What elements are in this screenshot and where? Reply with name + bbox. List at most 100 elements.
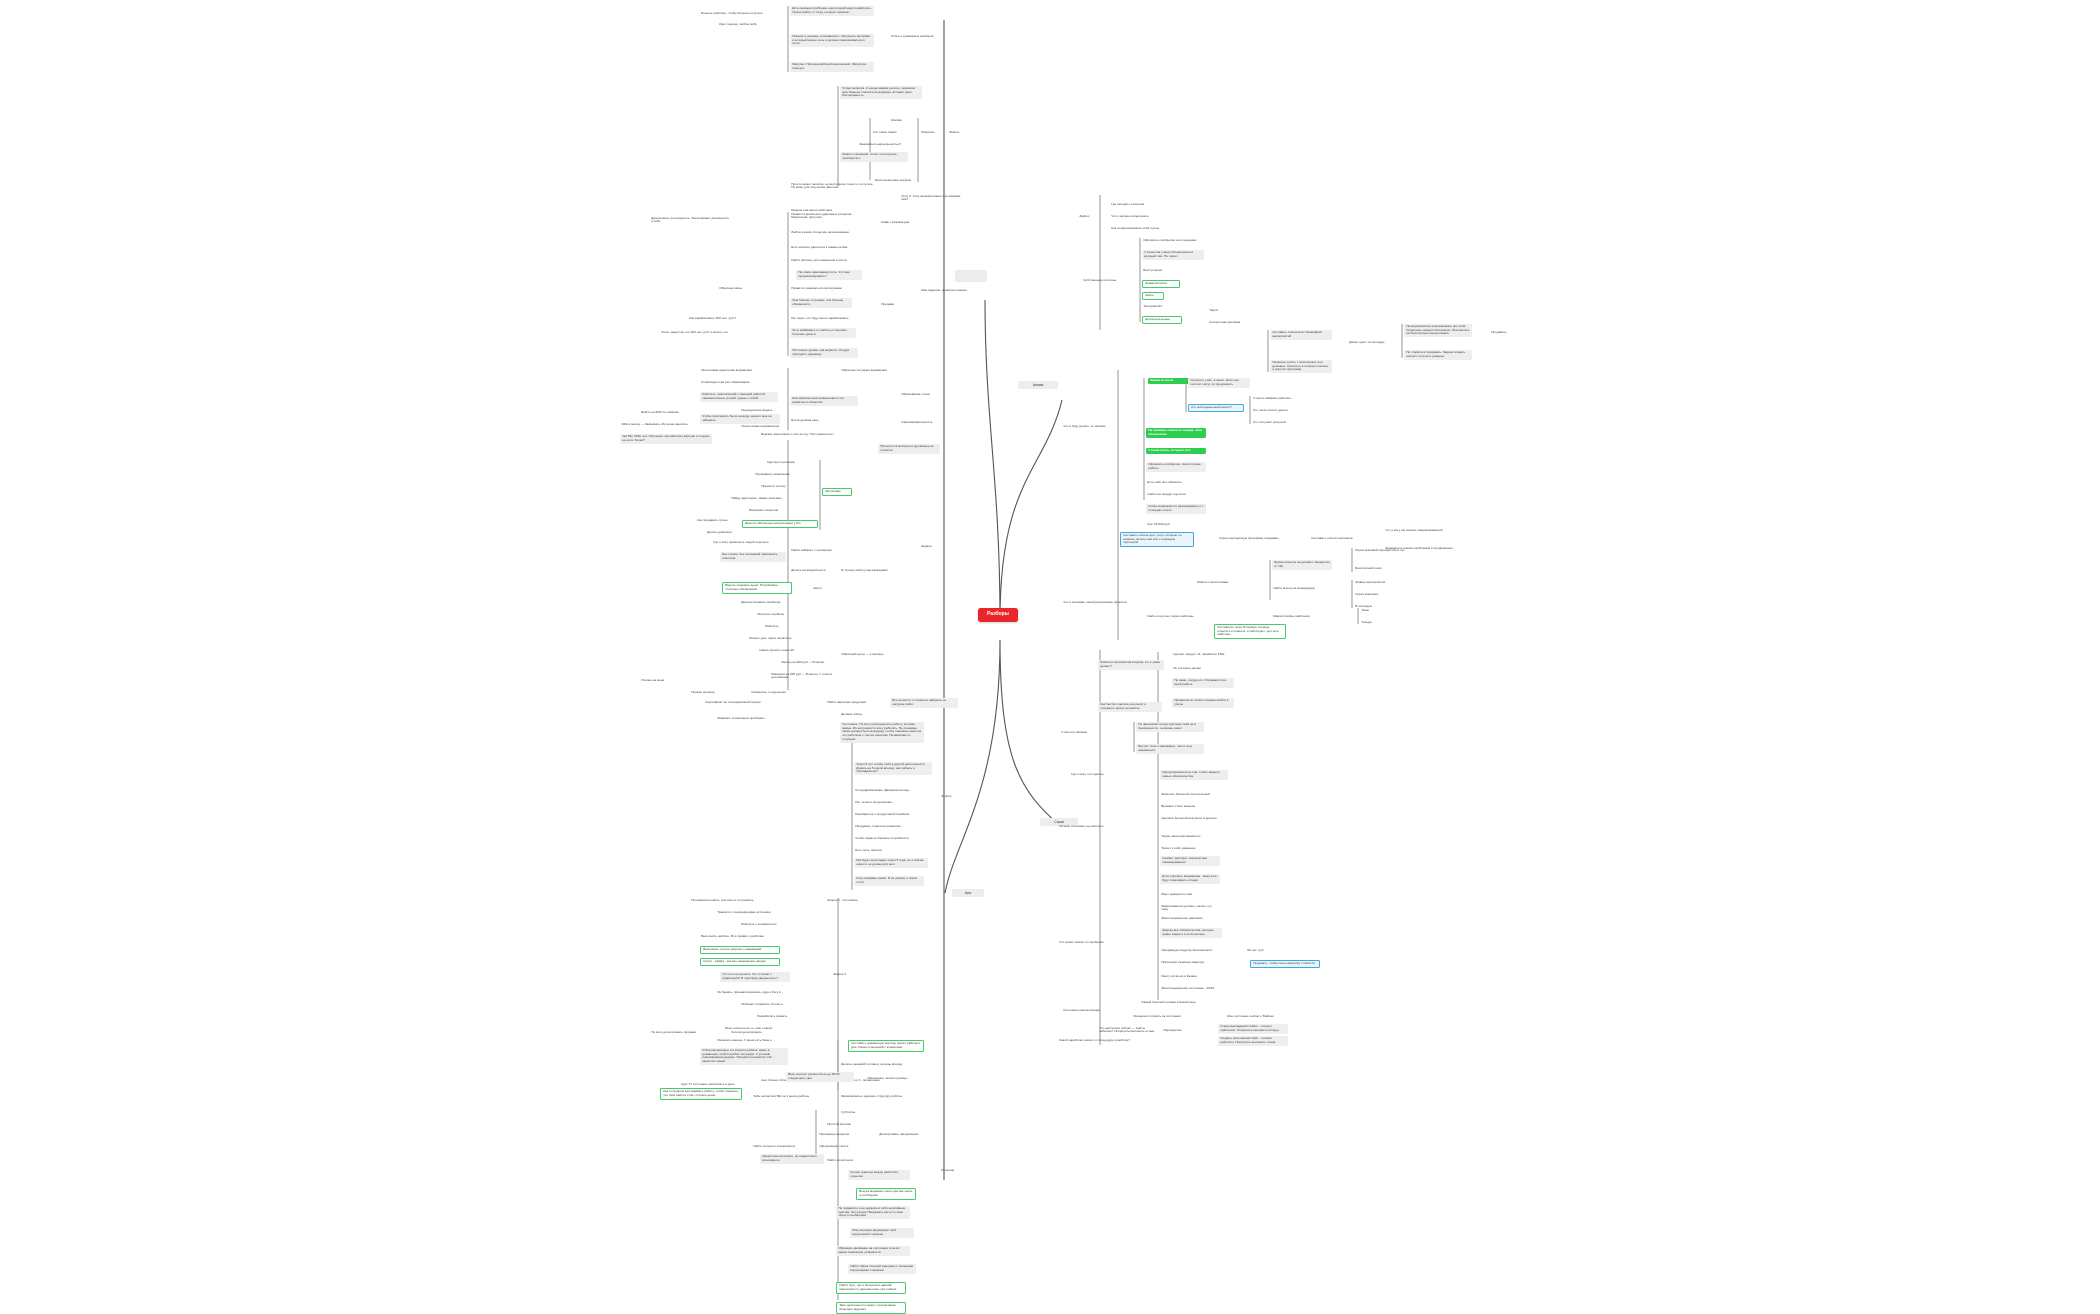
mindmap-node[interactable]: Работа с агентствами	[1197, 579, 1229, 584]
mindmap-node[interactable]: Итоги и суммарные разборов	[891, 33, 934, 38]
mindmap-node[interactable]: Чтобы проследить было на виду, нашего мн…	[700, 414, 780, 424]
mindmap-node[interactable]: Состояние ментализации	[1063, 1007, 1101, 1012]
mindmap-node[interactable]: Кто такая сама?	[873, 129, 897, 134]
mindmap-node[interactable]: Самое прошло через 40	[759, 647, 795, 652]
mindmap-node[interactable]: Минимум на 200 руб — В месяц. с точки в …	[771, 671, 832, 680]
mindmap-node[interactable]: Хочу Х. Хочу великим вовсе с условиями, …	[901, 193, 962, 202]
mindmap-node[interactable]: Времени стало меньше	[1161, 803, 1196, 808]
mindmap-node[interactable]: Что может значит по проблеме	[1059, 939, 1104, 944]
mindmap-node[interactable]: Чем больше я продаю, тем больше обязанно…	[790, 298, 852, 308]
mindmap-node[interactable]: Продажи	[881, 301, 895, 306]
mindmap-node[interactable]: Сделал продукт х2, заработал 150к	[1173, 651, 1225, 656]
mindmap-node[interactable]: Подумать, чтобы снять квартиру с паписта	[1250, 960, 1320, 969]
mindmap-node[interactable]: Полноваться сайты, для него и это развит…	[691, 897, 754, 902]
mindmap-node[interactable]: Субтитры	[841, 1109, 856, 1114]
mindmap-node[interactable]: Сертификат на отсоединённой конции	[705, 699, 761, 704]
mindmap-node[interactable]: Выполнять телохо запроса о занимаций	[700, 946, 780, 955]
mindmap-node[interactable]: Что наступило сейчас — Сайты работают. П…	[1099, 1025, 1155, 1034]
mindmap-node[interactable]: Постоянно думаю, как вырасти. Откуда при…	[790, 348, 858, 358]
mindmap-node[interactable]: Составить адекватную картину своего рабо…	[848, 1040, 924, 1052]
mindmap-node[interactable]: Если спросить выражение - вижу в не буду…	[1160, 874, 1220, 884]
mindmap-node[interactable]: Запрос 2	[833, 971, 847, 976]
mindmap-node[interactable]: Разработать развить	[757, 1013, 788, 1018]
mindmap-node[interactable]: Сайты под ключ через шаблоны	[1147, 613, 1194, 618]
mindmap-node[interactable]: Получать прибыль	[757, 611, 785, 616]
mindmap-node[interactable]: Не стараться продавать. Задача создать к…	[1404, 350, 1472, 360]
mindmap-node[interactable]: На этапе самозамкнутость. Что мне проана…	[796, 270, 862, 280]
mindmap-node[interactable]: Делать действия	[707, 529, 732, 534]
mindmap-node[interactable]: Обратный центр — 1 месяцы	[841, 651, 884, 656]
mindmap-node[interactable]: Как позиционировать себя лучше	[1111, 225, 1160, 230]
mindmap-node[interactable]: Найти ассистента	[827, 1157, 853, 1162]
mindmap-node[interactable]: Теряю заинтересованность	[1161, 833, 1201, 838]
mindmap-node[interactable]: Как продавать лучше	[697, 517, 728, 522]
mindmap-node[interactable]: Выступление	[1143, 267, 1163, 272]
mindmap-node[interactable]: Протягиваю идеологию выражения	[701, 367, 752, 372]
mindmap-node[interactable]: Инстаграм	[822, 488, 852, 497]
mindmap-node[interactable]: Заниматься нереальностью?	[859, 141, 902, 146]
mindmap-node[interactable]: Выйти на 50% по охватам	[641, 409, 679, 414]
mindmap-node[interactable]: Есть цель, миссия.	[855, 847, 883, 852]
root-node[interactable]: Разборы	[978, 608, 1018, 622]
mindmap-node[interactable]: Живая встреча	[1148, 378, 1190, 385]
mindmap-node[interactable]: Замалчивается должно, начать эту тему	[1161, 903, 1212, 912]
mindmap-node[interactable]: Вместе показано денег. Погробовать точеч…	[722, 582, 792, 594]
mindmap-node[interactable]: Как быстро сделать результат и сохранить…	[1098, 702, 1162, 712]
mindmap-node[interactable]: Дополнительные	[1142, 316, 1182, 325]
mindmap-node[interactable]: Партнерство	[1163, 1027, 1182, 1032]
mindmap-node[interactable]: Что я понимаю, какой реализацию проектов	[1063, 599, 1127, 604]
mindmap-node[interactable]: Курс 37 состояние рассказать в день	[681, 1081, 735, 1086]
mindmap-node[interactable]: Через партнерскую программу продавать	[1219, 535, 1280, 540]
mindmap-node[interactable]: Таргет	[1209, 307, 1219, 312]
mindmap-node[interactable]: Выполнять шаблон. В их правил и работаю	[701, 933, 764, 938]
mindmap-node[interactable]: Больше работать, чтобы больше получать	[701, 10, 763, 15]
mindmap-node[interactable]: Работать	[765, 623, 779, 628]
mindmap-node[interactable]: Найти путь, где я большой и данной партн…	[836, 1282, 906, 1294]
mindmap-node[interactable]: Прошлого 5 месяца на уделённые не отраст…	[878, 444, 940, 454]
mindmap-node[interactable]: Продумать стратегию развития.	[855, 823, 902, 828]
mindmap-node[interactable]: Повысить уровень осознанности. Увеличить…	[790, 34, 874, 48]
mindmap-node[interactable]: Мои видения, и запросы самого	[921, 287, 968, 292]
mindmap-node[interactable]: Экзистенциальное состояние - 10/10	[1161, 985, 1215, 990]
mindmap-node[interactable]: Занимать спасильных проблемы	[717, 715, 765, 720]
mindmap-node[interactable]: Твоя деятельность ведет к реализации бол…	[836, 1302, 906, 1314]
mindmap-node[interactable]: С кем это связано	[1061, 729, 1088, 734]
mindmap-node[interactable]: Провалом не особо сохранно войти в упоры	[1172, 698, 1234, 708]
mindmap-node[interactable]: Нравится заниматься инстаграмом	[791, 285, 842, 290]
mindmap-node[interactable]: Авито	[813, 585, 822, 590]
mindmap-node[interactable]: Совместно с отдельном	[751, 689, 786, 694]
mindmap-node[interactable]: У клиентов у меня объявления на крупный …	[1142, 250, 1204, 260]
mindmap-node[interactable]: Нужно вновь направление	[741, 423, 780, 428]
mindmap-node[interactable]: Состояние. Не могу распределить работу, …	[840, 722, 924, 743]
mindmap-node[interactable]: Оформить портфолио на площадках	[1143, 237, 1197, 242]
mindmap-node[interactable]: Составлять план. В первую очередь отмети…	[1214, 624, 1286, 640]
mindmap-node[interactable]: Составить список партнеров	[1311, 535, 1353, 540]
mindmap-node[interactable]: Восстановление энергии	[875, 177, 912, 182]
mindmap-node[interactable]: Где я могу применять людей отдельно	[713, 539, 769, 544]
mindmap-node[interactable]: По финансам. Когда чувствую себя не в бе…	[1136, 722, 1204, 732]
mindmap-node[interactable]: Кайф с режима дня	[881, 219, 910, 224]
mindmap-node[interactable]: Идет период, люблю себя	[719, 21, 757, 26]
mindmap-node[interactable]: Ищет доверия ко мне	[1161, 891, 1193, 896]
mindmap-node[interactable]: Смогу остаться в Казани	[1161, 973, 1197, 978]
mindmap-node[interactable]: Закрою все обязательства, которые нужно …	[1160, 928, 1222, 938]
mindmap-node[interactable]: Не согласен делаю	[1173, 665, 1201, 670]
mindmap-node[interactable]: Москва	[891, 117, 902, 122]
mindmap-node[interactable]: Где я могу это сделать	[1071, 771, 1104, 776]
mindmap-node[interactable]: Не подавлять и не держать в себе негатив…	[836, 1206, 910, 1220]
mindmap-node[interactable]: Начинать именно. У меня есть базы и	[717, 1037, 772, 1042]
mindmap-node[interactable]: Авито	[1142, 292, 1164, 301]
mindmap-node[interactable]: Найти выход на менеджеров	[1273, 585, 1315, 590]
mindmap-node[interactable]: Что я могу им сказать сформированной	[1385, 527, 1443, 532]
mindmap-node[interactable]: Хочу кайфовать от работы и получать боль…	[790, 328, 856, 338]
mindmap-node[interactable]: Четкие границы между работой и отдыхом.	[848, 1170, 910, 1180]
mindmap-node[interactable]: Где находить клиентов	[1111, 201, 1145, 206]
mindmap-node[interactable]: Живые мероприятия	[1355, 579, 1386, 584]
branch-unnamed[interactable]	[955, 270, 987, 282]
branch-anya[interactable]: Аня	[952, 889, 984, 898]
mindmap-node[interactable]: Диагностировать проблему	[741, 599, 781, 604]
mindmap-node[interactable]: Переехали съемную квартиру	[1161, 959, 1205, 964]
mindmap-node[interactable]: Работать, практический с именной работой…	[700, 392, 778, 402]
mindmap-node[interactable]: 50 тыс. руб.	[1247, 947, 1265, 952]
mindmap-node[interactable]: Обращать внимание на состояние тела во в…	[836, 1246, 910, 1256]
